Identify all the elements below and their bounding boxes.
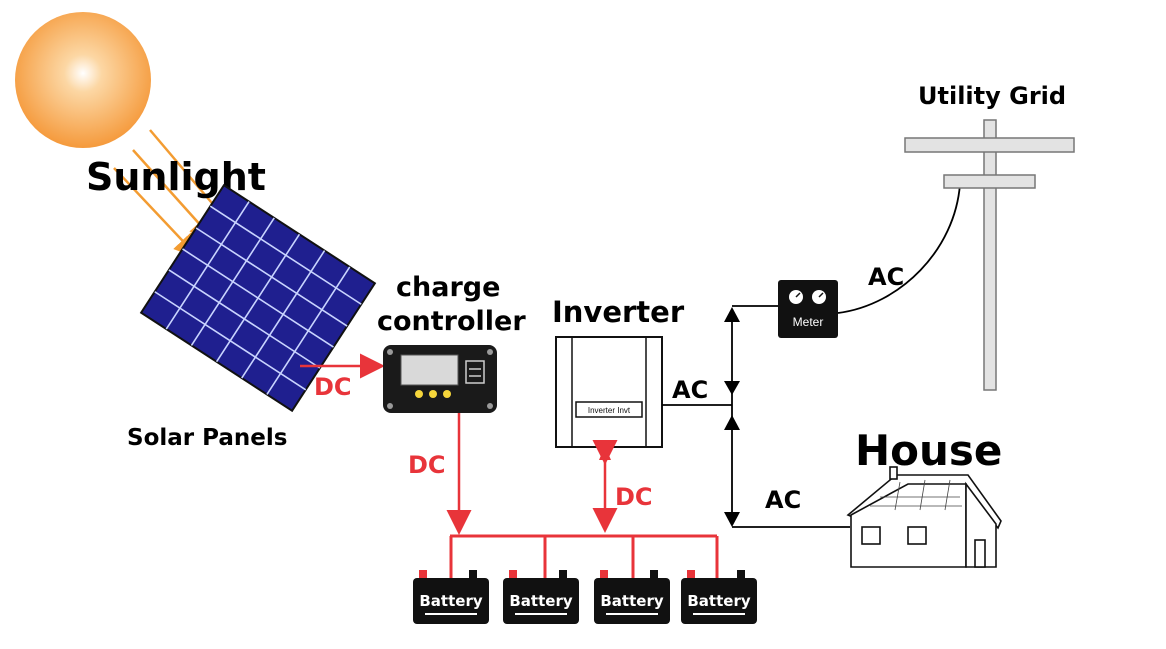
battery-1: Battery [413,570,489,624]
ac-arrowheads [724,307,740,527]
inverter-icon: Inverter Invt [555,336,663,448]
battery-3: Battery [594,570,670,624]
battery-label: Battery [600,592,663,610]
battery-label: Battery [509,592,572,610]
house-icon [846,466,1002,568]
charge-controller-label-line2: controller [377,306,526,337]
dc-label-batteries: DC [408,451,446,479]
meter-label: Meter [793,315,824,329]
battery-4: Battery [681,570,757,624]
utility-pole-icon [904,119,1075,391]
dc-arrowhead-up [599,446,611,460]
battery-bus [449,534,719,578]
charge-controller-icon [383,345,497,413]
ac-label-inverter: AC [672,376,708,404]
battery-2: Battery [503,570,579,624]
meter-icon: Meter [778,280,838,338]
solar-panel-icon [139,183,377,413]
ac-label-grid: AC [868,263,904,291]
inverter-plate-label: Inverter Invt [588,406,631,415]
sunlight-label: Sunlight [86,155,266,199]
sun-icon [15,12,151,148]
dc-label-panel: DC [314,373,352,401]
solar-panels-label: Solar Panels [127,425,287,451]
house-label: House [855,426,1002,475]
battery-label: Battery [687,592,750,610]
utility-grid-label: Utility Grid [918,82,1066,110]
battery-label: Battery [419,592,482,610]
charge-controller-label-line1: charge [396,272,500,303]
inverter-label: Inverter [552,295,685,329]
ac-label-house: AC [765,486,801,514]
dc-label-inverter: DC [615,483,653,511]
